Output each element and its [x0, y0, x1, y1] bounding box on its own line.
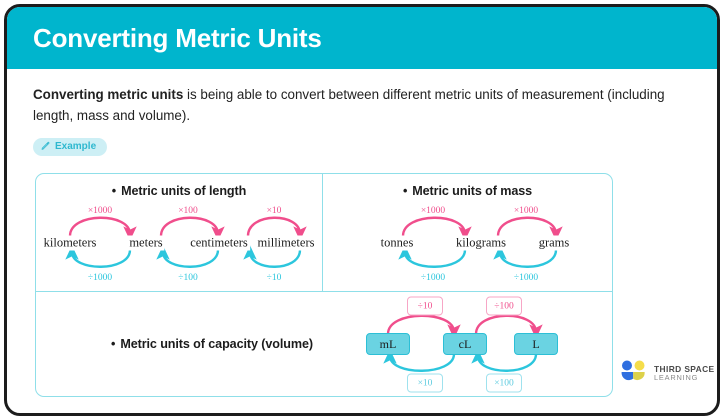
- volume-arrows-svg: [383, 314, 543, 372]
- op-volume-bottom-1: ×10: [407, 373, 443, 393]
- mass-arrows-svg: [398, 216, 563, 268]
- op-length-multiply-3: ×10: [266, 206, 282, 216]
- third-space-learning-logo: THIRD SPACE LEARNING: [619, 359, 715, 388]
- op-mass-divide-1: ÷1000: [420, 273, 446, 283]
- panel-metric-length: • Metric units of length: [36, 174, 323, 291]
- op-length-multiply-1: ×1000: [87, 206, 113, 216]
- op-length-multiply-2: ×100: [178, 206, 198, 216]
- intro-rest: is being able to convert between differe…: [33, 87, 665, 123]
- panel-length-heading: • Metric units of length: [36, 184, 322, 198]
- length-arrows-svg: [65, 216, 307, 268]
- panel-metric-mass: • Metric units of mass tonnes kilograms g…: [323, 174, 612, 291]
- op-volume-bottom-2: ×100: [486, 373, 522, 393]
- unit-label-meters: meters: [127, 235, 165, 251]
- page-title: Converting Metric Units: [33, 22, 322, 53]
- panel-mass-heading-text: Metric units of mass: [412, 184, 533, 198]
- unit-box-cl: cL: [443, 333, 487, 355]
- unit-label-centimeters: centimeters: [188, 235, 250, 251]
- example-badge-label: Example: [55, 141, 97, 153]
- intro-section: Converting metric units is being able to…: [7, 69, 717, 156]
- unit-label-millimeters: millimeters: [255, 235, 317, 251]
- logo-line-1: THIRD SPACE: [654, 364, 715, 375]
- op-length-divide-2: ÷100: [178, 273, 198, 283]
- panel-mass-heading: • Metric units of mass: [323, 184, 612, 198]
- intro-paragraph: Converting metric units is being able to…: [33, 85, 691, 127]
- op-volume-top-2: ÷100: [486, 296, 522, 316]
- op-volume-top-1: ÷10: [407, 296, 443, 316]
- panel-metric-volume: • Metric units of capacity (volume) mL cL…: [36, 292, 612, 396]
- op-length-divide-3: ÷10: [266, 273, 282, 283]
- unit-box-l: L: [514, 333, 558, 355]
- unit-label-kilograms: kilograms: [454, 235, 508, 251]
- page-card: Converting Metric Units Converting metri…: [4, 4, 720, 416]
- diagram-card: • Metric units of length: [35, 173, 613, 397]
- panel-volume-heading: • Metric units of capacity (volume): [111, 337, 313, 351]
- op-length-divide-1: ÷1000: [87, 273, 113, 283]
- logo-text: THIRD SPACE LEARNING: [654, 365, 715, 382]
- logo-mark-icon: [619, 359, 647, 388]
- logo-line-2: LEARNING: [654, 373, 699, 383]
- unit-label-grams: grams: [536, 235, 572, 251]
- panel-volume-heading-text: Metric units of capacity (volume): [120, 337, 313, 351]
- unit-label-kilometers: kilometers: [41, 235, 99, 251]
- op-mass-divide-2: ÷1000: [513, 273, 539, 283]
- page-header: Converting Metric Units: [7, 7, 717, 69]
- bullet-icon: •: [111, 337, 116, 351]
- op-mass-multiply-1: ×1000: [420, 206, 446, 216]
- unit-box-ml: mL: [366, 333, 410, 355]
- unit-label-tonnes: tonnes: [378, 235, 416, 251]
- example-badge[interactable]: Example: [33, 137, 108, 156]
- op-mass-multiply-2: ×1000: [513, 206, 539, 216]
- intro-lead-bold: Converting metric units: [33, 87, 184, 102]
- bullet-icon: •: [111, 184, 117, 198]
- diagram-top-row: • Metric units of length: [36, 174, 612, 292]
- bullet-icon: •: [402, 184, 408, 198]
- panel-length-heading-text: Metric units of length: [121, 184, 247, 198]
- pencil-icon: [41, 141, 50, 153]
